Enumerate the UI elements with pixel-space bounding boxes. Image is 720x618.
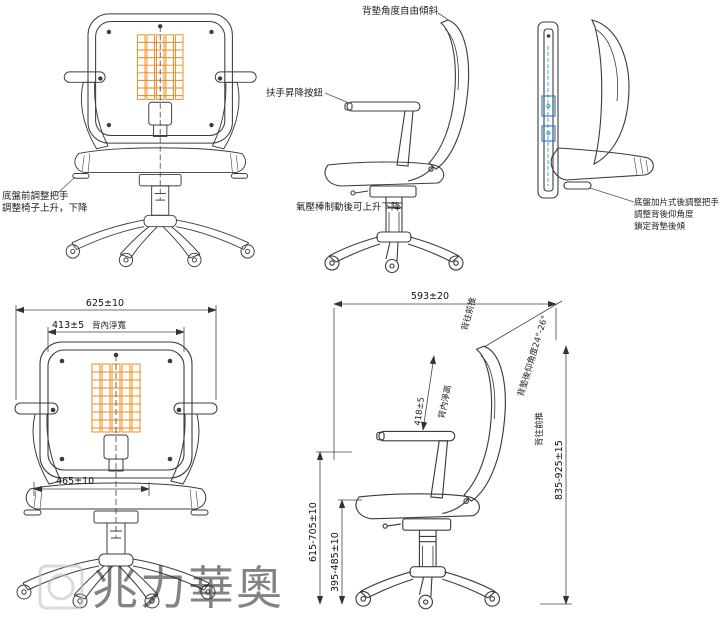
label-rear-handle-3: 鎖定背墊後傾: [634, 221, 686, 232]
mech-block-upper: [541, 95, 556, 117]
front-view-top: [63, 13, 257, 268]
side-view-dimensioned: [355, 345, 506, 610]
mech-block-lower: [541, 125, 556, 142]
front-dimension-lines: [15, 305, 217, 496]
watermark-logo-box: [38, 564, 84, 610]
dim-overall-depth: 593±20: [411, 291, 449, 302]
dim-height-seat-range: 615-705±10: [308, 502, 319, 562]
dim-seat-width: 465±10: [56, 476, 94, 487]
watermark-logo-mark: [47, 573, 75, 601]
dim-height-lower-range: 395-485±10: [330, 532, 341, 592]
side-view-top: [324, 19, 470, 274]
dim-back-inner-width-note: 背內淨寬: [92, 320, 127, 331]
dim-back-inner-height-note: 背內淨高: [436, 384, 454, 420]
callout-leaders: [57, 12, 635, 208]
side-dimension-lines: [316, 300, 572, 605]
dim-back-inner-height: 418±5: [413, 397, 427, 427]
rear-adjust-handle: [563, 181, 592, 190]
label-rear-handle-2: 調整背後仰角度: [634, 209, 694, 220]
label-gas-lift: 氣壓棒制動後可上升下降: [296, 201, 401, 213]
dim-line-back-inner-height: [421, 355, 436, 431]
label-armrest-lift-button: 扶手昇降按鈕: [266, 87, 324, 99]
watermark-text: 兆力華奧: [92, 561, 284, 615]
dim-depth-note: 背往前推: [459, 296, 479, 332]
recline-extension-line: [483, 300, 563, 348]
seat-rear: [550, 147, 654, 181]
dim-back-inner-width: 413±5: [52, 320, 84, 331]
dim-overall-width: 625±10: [86, 298, 124, 309]
label-front-handle-1: 底盤前調整把手: [2, 190, 69, 202]
dim-recline-angle: 背墊後仰角度24°-26°: [515, 314, 550, 398]
label-front-handle-2: 調整椅子上升，下降: [2, 202, 88, 214]
dim-push-forward-note: 背往前推: [534, 411, 545, 446]
label-rear-handle-1: 底盤加片式後調整把手: [634, 197, 720, 208]
watermark: 兆力華奧: [38, 561, 284, 615]
dim-height-overall-range: 835-925±15: [554, 440, 565, 500]
back-mechanism-detail-view: [537, 19, 654, 199]
backrest-rear: [591, 19, 630, 166]
label-back-tilt-free: 背墊角度自由傾斜: [362, 5, 439, 17]
